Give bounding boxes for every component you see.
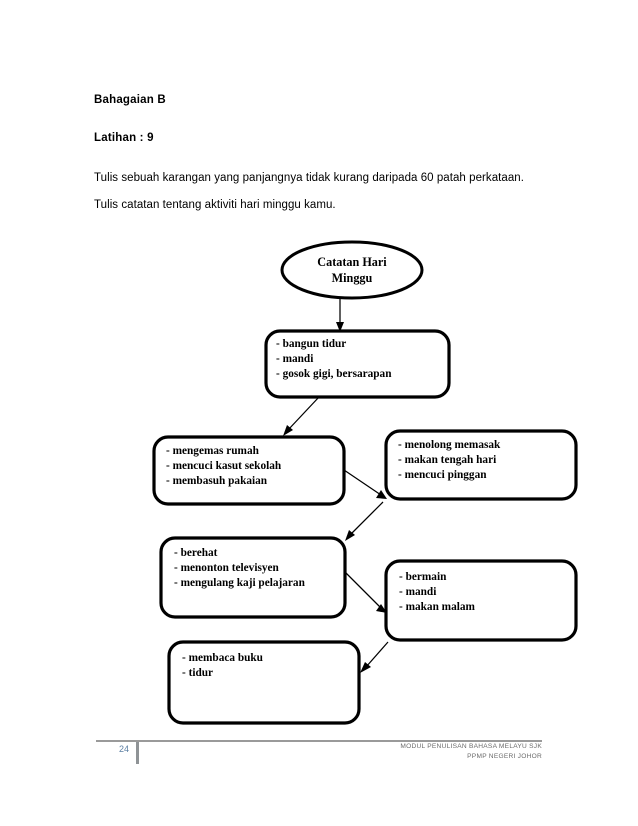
connector-mengemas-rumah-to-menolong-memasak	[343, 469, 387, 499]
footer-line-2: PPMP NEGERI JOHOR	[467, 753, 542, 760]
box-2-line-1: - mengemas rumah	[166, 445, 260, 457]
connector-menolong-memasak-to-berehat	[345, 501, 384, 541]
exercise-heading: Latihan : 9	[94, 132, 154, 144]
box-3-line-2: - makan tengah hari	[398, 454, 496, 466]
box-1-line-3: - gosok gigi, bersarapan	[276, 368, 392, 380]
mind-map-diagram: Catatan Hari Minggu - bangun tidur - man…	[0, 230, 638, 740]
box-5-line-3: - makan malam	[399, 601, 476, 613]
box-4-line-1: - berehat	[174, 547, 218, 559]
footer-rule	[96, 740, 542, 742]
box-1-line-1: - bangun tidur	[276, 338, 346, 350]
instruction-line-1: Tulis sebuah karangan yang panjangnya ti…	[94, 172, 524, 184]
node-bangun-tidur: - bangun tidur - mandi - gosok gigi, ber…	[264, 329, 451, 399]
box-6-line-1: - membaca buku	[182, 652, 263, 664]
node-mengemas-rumah: - mengemas rumah - mencuci kasut sekolah…	[152, 435, 346, 506]
node-menolong-memasak: - menolong memasak - makan tengah hari -…	[384, 429, 578, 501]
connector-berehat-to-bermain	[344, 571, 387, 613]
section-heading: Bahagaian B	[94, 94, 166, 106]
footer-line-1: MODUL PENULISAN BAHASA MELAYU SJK	[400, 743, 542, 750]
page-number: 24	[118, 744, 129, 754]
box-3-line-3: - mencuci pinggan	[398, 469, 487, 481]
connector-root-to-bangun-tidur	[336, 298, 344, 332]
instruction-line-2: Tulis catatan tentang aktiviti hari ming…	[94, 199, 336, 211]
footer-divider	[136, 742, 139, 764]
box-5-line-1: - bermain	[399, 571, 447, 583]
box-5-line-2: - mandi	[399, 586, 436, 598]
box-2-line-2: - mencuci kasut sekolah	[166, 460, 282, 472]
ellipse-line-1: Catatan Hari	[317, 255, 387, 269]
box-6-line-2: - tidur	[182, 667, 213, 679]
node-berehat: - berehat - menonton televisyen - mengul…	[159, 536, 347, 619]
box-1-line-2: - mandi	[276, 353, 313, 365]
box-3-line-1: - menolong memasak	[398, 439, 501, 451]
box-2-line-3: - membasuh pakaian	[166, 475, 268, 487]
box-4-line-3: - mengulang kaji pelajaran	[174, 577, 306, 589]
node-bermain: - bermain - mandi - makan malam	[384, 559, 578, 642]
box-4-line-2: - menonton televisyen	[174, 562, 280, 574]
node-catatan-hari-minggu: Catatan Hari Minggu	[280, 240, 424, 300]
node-membaca-buku: - membaca buku - tidur	[167, 640, 361, 725]
connector-bermain-to-membaca-buku	[360, 641, 389, 673]
connector-bangun-tidur-to-mengemas-rumah	[283, 396, 320, 436]
page-footer: 24 MODUL PENULISAN BAHASA MELAYU SJK PPM…	[0, 735, 638, 785]
ellipse-line-2: Minggu	[332, 271, 373, 285]
